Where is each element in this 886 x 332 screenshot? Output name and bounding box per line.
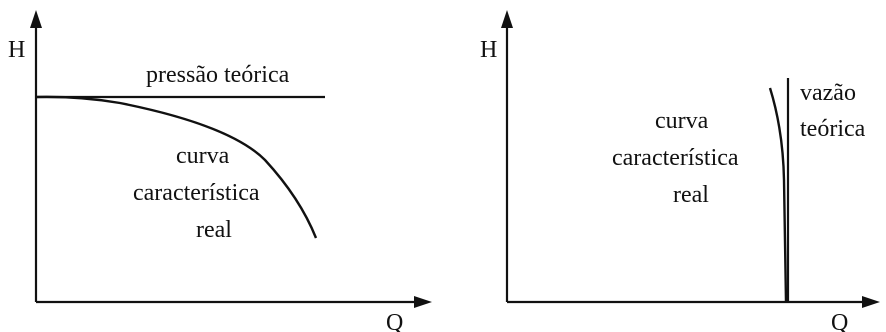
left-curve-label-line-2: característica [133,180,260,206]
right-real-characteristic-curve [768,87,788,303]
theoretical-flow-label-line-1: vazão [800,80,856,106]
theoretical-flow-label-line-2: teórica [800,116,866,142]
right-y-axis-arrow-icon [501,10,513,28]
right-curve-label-line-2: característica [612,145,739,171]
left-real-characteristic-curve [35,95,318,239]
right-curve-label-line-1: curva [655,108,709,134]
right-panel: H Q vazão teórica curva característica r… [480,10,880,332]
right-y-axis-label: H [480,37,497,63]
left-curve-label-line-1: curva [176,143,230,169]
right-x-axis-arrow-icon [862,296,880,308]
left-panel: H Q pressão teórica curva característica… [8,10,432,332]
left-y-axis-label: H [8,37,25,63]
left-x-axis-label: Q [386,310,403,332]
right-curve-label-line-3: real [673,182,709,208]
theoretical-pressure-label: pressão teórica [146,62,290,88]
right-x-axis-label: Q [831,310,848,332]
left-curve-label-line-3: real [196,217,232,243]
left-x-axis-arrow-icon [414,296,432,308]
left-y-axis-arrow-icon [30,10,42,28]
